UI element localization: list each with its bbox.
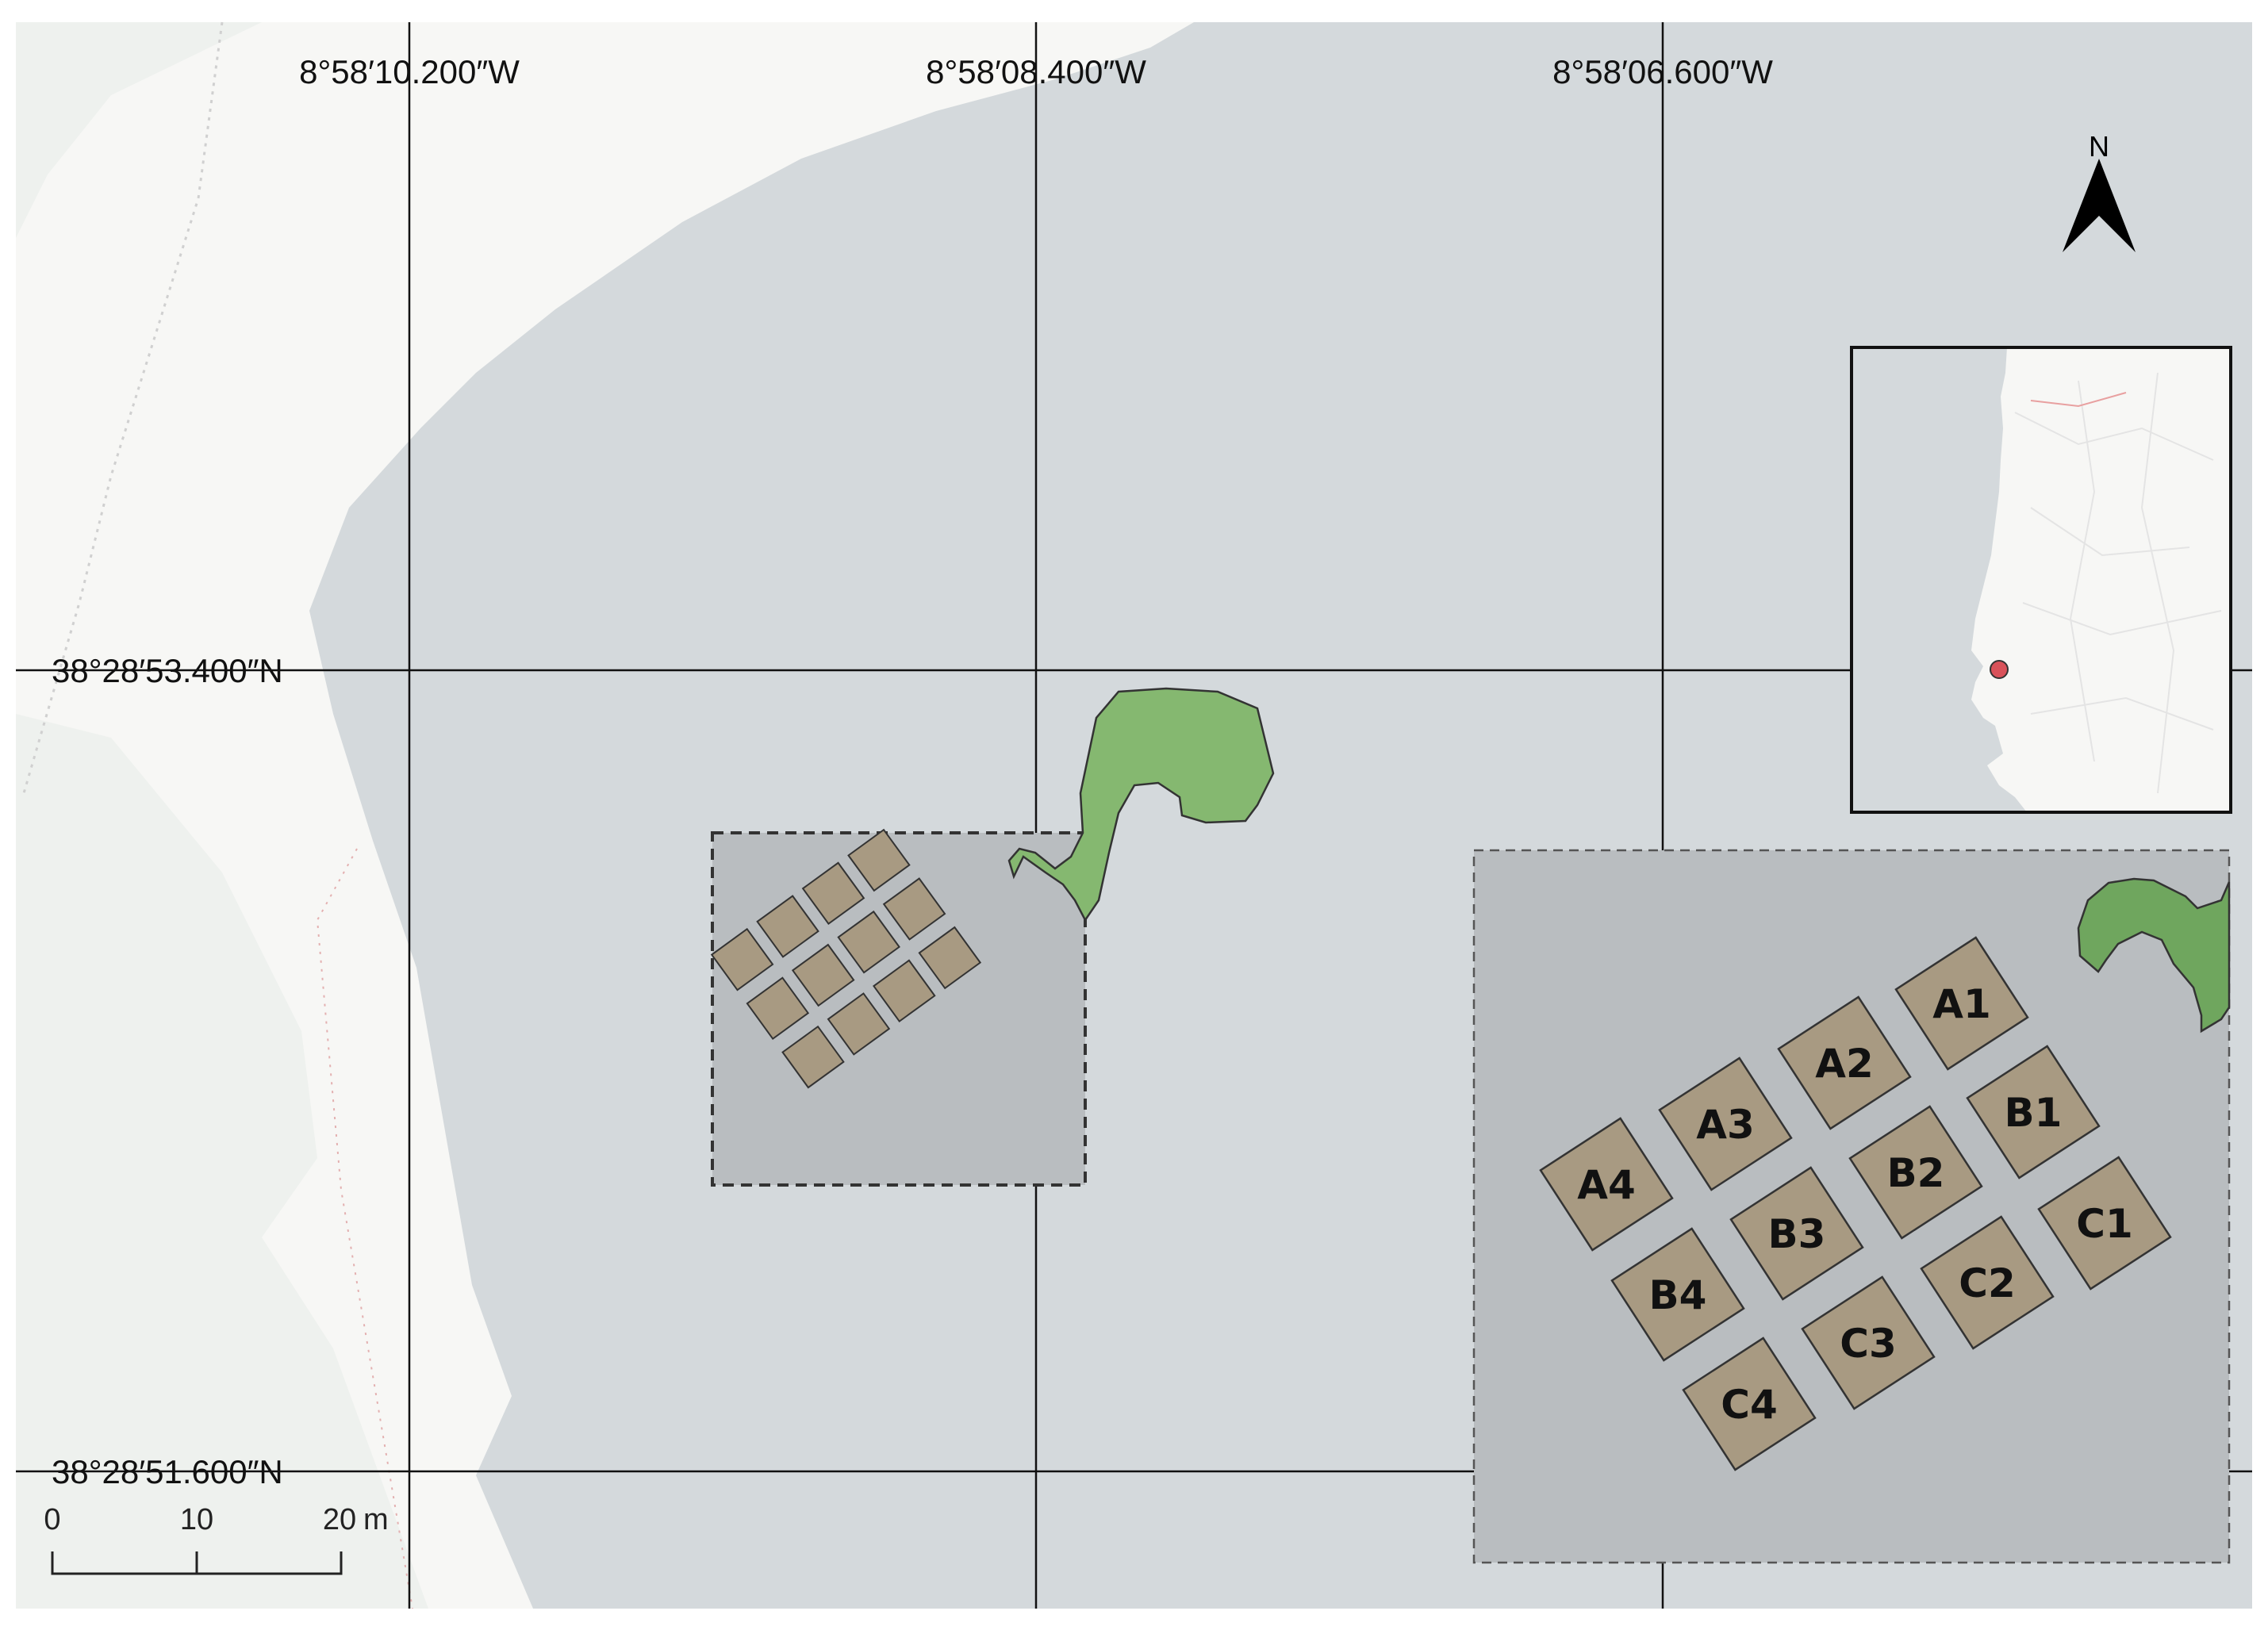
land-vegetation [16, 22, 262, 238]
latitude-label: 38°28′51.600″N [52, 1453, 283, 1490]
inset-map-land [1971, 347, 2231, 812]
plot-label: B3 [1768, 1211, 1826, 1257]
inset-map-roads [2014, 372, 2222, 794]
plot-label: A4 [1577, 1162, 1636, 1208]
plot-label: A2 [1815, 1041, 1874, 1087]
scale-bar-line [51, 1551, 343, 1575]
plot-marker [801, 861, 865, 926]
plot-marker [827, 992, 891, 1056]
seagrass-patch [1007, 687, 1275, 922]
plot-marker [781, 1025, 845, 1089]
plot-A2 [1777, 995, 1912, 1130]
inset-road [2022, 602, 2222, 636]
scale-tick-label: 0 [44, 1503, 60, 1536]
longitude-label: 8°58′06.600″W [1552, 53, 1773, 90]
plot-C3 [1801, 1275, 1936, 1410]
scale-bar: 0 10 20 m [44, 1503, 389, 1575]
land-vegetation [16, 714, 428, 1609]
inset-road [2014, 412, 2214, 461]
plot-B4 [1610, 1227, 1745, 1362]
inset-road [2140, 372, 2175, 794]
plot-C2 [1920, 1215, 2055, 1350]
plot-C4 [1682, 1337, 1817, 1471]
plot-grid-overview [710, 828, 982, 1089]
inset-border-line [2030, 392, 2127, 408]
inset-road [2030, 507, 2190, 557]
plot-marker [847, 828, 911, 892]
plot-label: A3 [1696, 1102, 1755, 1148]
plot-grid-zoom [1539, 936, 2172, 1471]
plot-B1 [1966, 1045, 2101, 1179]
plot-A4 [1539, 1117, 1674, 1252]
plot-label: C2 [1959, 1260, 2015, 1306]
longitude-label: 8°58′08.400″W [926, 53, 1146, 90]
inset-road [2030, 696, 2214, 731]
plot-B3 [1729, 1166, 1864, 1301]
plot-A1 [1894, 936, 2029, 1071]
scale-tick-label: 10 [180, 1503, 213, 1536]
plot-marker [756, 895, 819, 958]
plot-label: A1 [1932, 981, 1991, 1027]
plot-label: C1 [2076, 1201, 2132, 1247]
land-path [22, 21, 224, 794]
longitude-label: 8°58′10.200″W [299, 53, 520, 90]
seagrass-patch-zoom [2077, 877, 2231, 1034]
plot-marker [873, 959, 936, 1023]
plot-C1 [2037, 1156, 2172, 1291]
inset-road [2069, 380, 2096, 762]
plot-label: C4 [1721, 1382, 1777, 1428]
plot-marker [791, 943, 855, 1007]
inset-map [1850, 346, 2232, 814]
scale-unit-label: m [363, 1503, 389, 1536]
scale-tick-label: 20 [323, 1503, 356, 1536]
north-arrow: N [2063, 130, 2136, 252]
plot-B2 [1848, 1105, 1983, 1240]
plot-marker [882, 877, 946, 941]
inset-map-frame [1850, 346, 2232, 814]
plot-labels: A1 A2 A3 A4 B1 B2 B3 B4 C1 C2 C3 C4 [1577, 981, 2132, 1428]
plot-marker [746, 976, 810, 1040]
plot-A3 [1658, 1057, 1793, 1191]
plot-label: C3 [1840, 1321, 1896, 1367]
latitude-label: 38°28′53.400″N [52, 652, 283, 689]
study-site-marker [1990, 660, 2009, 679]
plot-marker [837, 910, 900, 974]
north-arrow-icon [2063, 159, 2136, 252]
north-label: N [2089, 130, 2109, 163]
plot-marker [918, 926, 982, 990]
plot-label: B2 [1887, 1150, 1945, 1196]
plot-label: B1 [2005, 1090, 2063, 1136]
plot-label: B4 [1649, 1272, 1707, 1318]
plot-marker [710, 927, 774, 991]
